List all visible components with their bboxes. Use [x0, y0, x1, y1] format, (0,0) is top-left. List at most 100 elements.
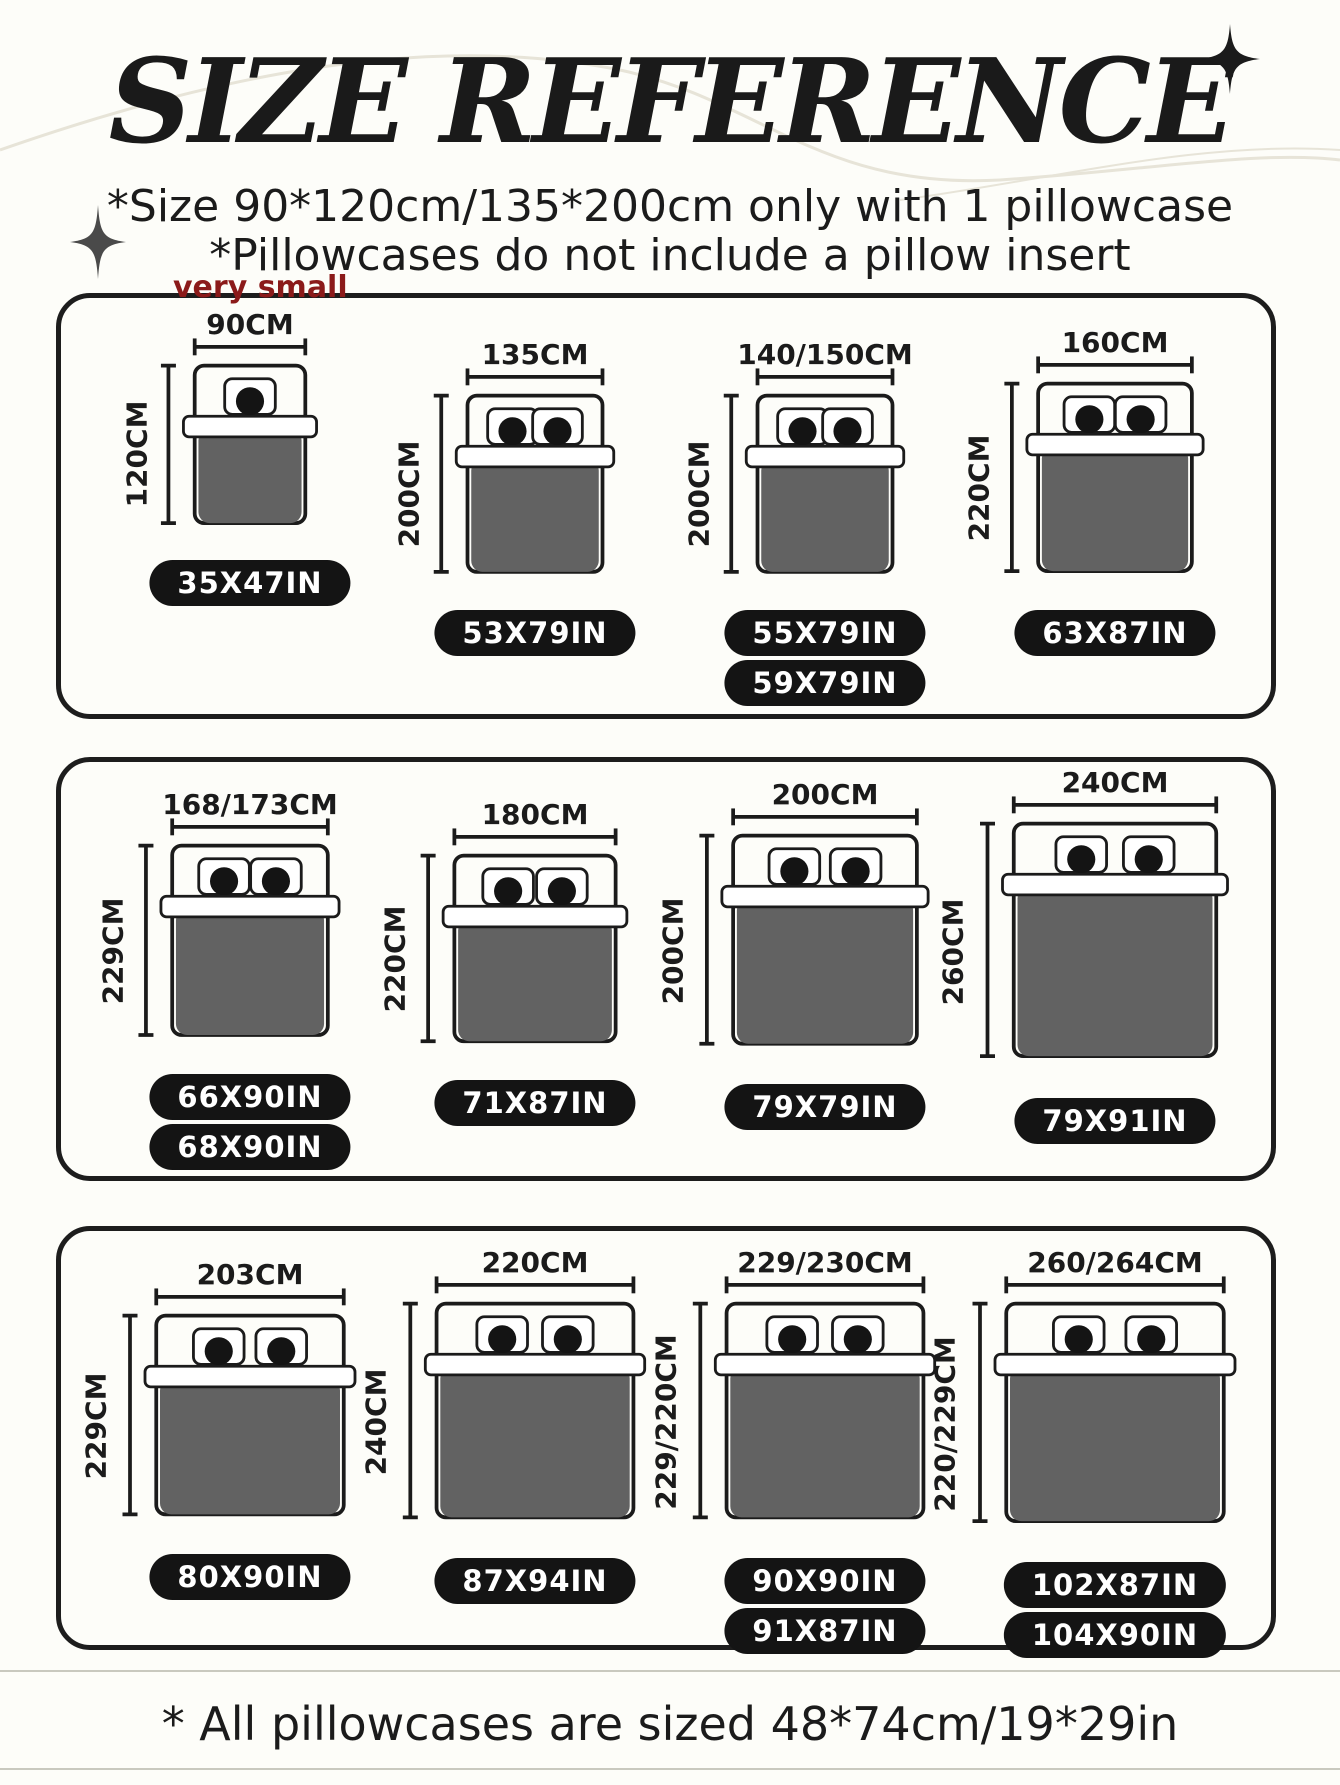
width-label: 260/264CM: [1027, 1246, 1203, 1279]
duvet: [175, 909, 325, 1035]
duvet: [471, 459, 599, 572]
inch-size-badge: 80X90IN: [149, 1554, 351, 1600]
divider: [0, 1768, 1340, 1770]
height-label: 229CM: [96, 897, 130, 1005]
duvet-fold: [1025, 432, 1205, 457]
person-icon: [553, 1325, 582, 1354]
person-icon: [788, 417, 817, 446]
bed-icon: [420, 828, 629, 1044]
duvet: [198, 429, 302, 524]
person-icon: [488, 1325, 517, 1354]
duvet: [1017, 887, 1213, 1057]
person-icon: [1075, 405, 1104, 434]
bed-icon: [160, 338, 318, 525]
person-icon: [1137, 1325, 1166, 1354]
divider: [0, 1670, 1340, 1672]
duvet: [730, 1367, 920, 1518]
height-label: 229/220CM: [649, 1334, 683, 1510]
inch-size-badge: 104X90IN: [1003, 1612, 1227, 1658]
page-title: SIZE REFERENCE: [108, 34, 1236, 170]
person-icon: [494, 877, 523, 906]
inch-size-badge: 90X90IN: [724, 1558, 926, 1604]
person-icon: [498, 417, 527, 446]
bed-icon: [138, 818, 341, 1037]
width-label: 200CM: [771, 778, 879, 811]
person-icon: [267, 1337, 296, 1366]
inch-size-badge: 79X79IN: [724, 1084, 926, 1130]
person-icon: [780, 857, 809, 886]
inch-size-badge: 66X90IN: [149, 1074, 351, 1120]
width-label: 220CM: [481, 1246, 589, 1279]
person-icon: [543, 417, 572, 446]
duvet-fold: [1001, 872, 1229, 897]
footer-note: * All pillowcases are sized 48*74cm/19*2…: [161, 1697, 1179, 1751]
inch-size-badge: 35X47IN: [149, 560, 351, 606]
height-label: 220CM: [378, 905, 412, 1013]
duvet-fold: [182, 414, 318, 439]
person-icon: [204, 1337, 233, 1366]
inch-size-badge: 87X94IN: [434, 1558, 636, 1604]
person-icon: [841, 857, 870, 886]
width-label: 240CM: [1061, 766, 1169, 799]
duvet-fold: [159, 894, 341, 919]
width-label: 229/230CM: [737, 1246, 913, 1279]
insert-note: *Pillowcases do not include a pillow ins…: [209, 230, 1131, 281]
duvet: [761, 459, 889, 572]
duvet: [1041, 447, 1189, 572]
height-label: 200CM: [682, 440, 716, 548]
inch-size-badge: 59X79IN: [724, 660, 926, 706]
person-icon: [1126, 405, 1155, 434]
duvet: [736, 899, 914, 1044]
height-label: 220CM: [962, 434, 996, 542]
width-label: 168/173CM: [162, 788, 338, 821]
height-label: 200CM: [392, 440, 426, 548]
inch-size-badge: 68X90IN: [149, 1124, 351, 1170]
person-icon: [1064, 1325, 1093, 1354]
height-label: 220/229CM: [928, 1336, 962, 1512]
person-icon: [261, 867, 290, 896]
sparkle-icon: [1200, 24, 1260, 94]
inch-size-badge: 71X87IN: [434, 1080, 636, 1126]
width-label: 160CM: [1061, 326, 1169, 359]
width-label: 135CM: [481, 338, 589, 371]
height-label: 229CM: [79, 1372, 113, 1480]
person-icon: [833, 417, 862, 446]
person-icon: [547, 877, 576, 906]
bed-icon: [972, 1276, 1237, 1523]
duvet: [440, 1367, 630, 1518]
bed-icon: [402, 1276, 647, 1520]
bed-icon: [699, 808, 930, 1046]
width-label: 90CM: [206, 308, 294, 341]
width-label: 140/150CM: [737, 338, 913, 371]
duvet-fold: [713, 1352, 937, 1377]
inch-size-badge: 55X79IN: [724, 610, 926, 656]
inch-size-badge: 102X87IN: [1003, 1562, 1227, 1608]
inch-size-badge: 53X79IN: [434, 610, 636, 656]
sparkle-icon: [70, 205, 126, 279]
bed-icon: [1004, 356, 1205, 573]
bed-icon: [122, 1288, 357, 1517]
person-icon: [210, 867, 239, 896]
pillowcase-note: *Size 90*120cm/135*200cm only with 1 pil…: [106, 181, 1234, 232]
size-card-s9: 203CM 229CM 80X90IN: [80, 1250, 400, 1650]
width-label: 203CM: [196, 1258, 304, 1291]
inch-size-badge: 79X91IN: [1014, 1098, 1216, 1144]
bed-icon: [723, 368, 906, 574]
duvet-fold: [744, 444, 906, 469]
duvet-fold: [143, 1364, 357, 1389]
duvet-fold: [454, 444, 616, 469]
bed-icon: [433, 368, 616, 574]
person-icon: [1134, 845, 1163, 874]
duvet-fold: [441, 904, 629, 929]
duvet-fold: [423, 1352, 647, 1377]
duvet: [160, 1379, 340, 1515]
